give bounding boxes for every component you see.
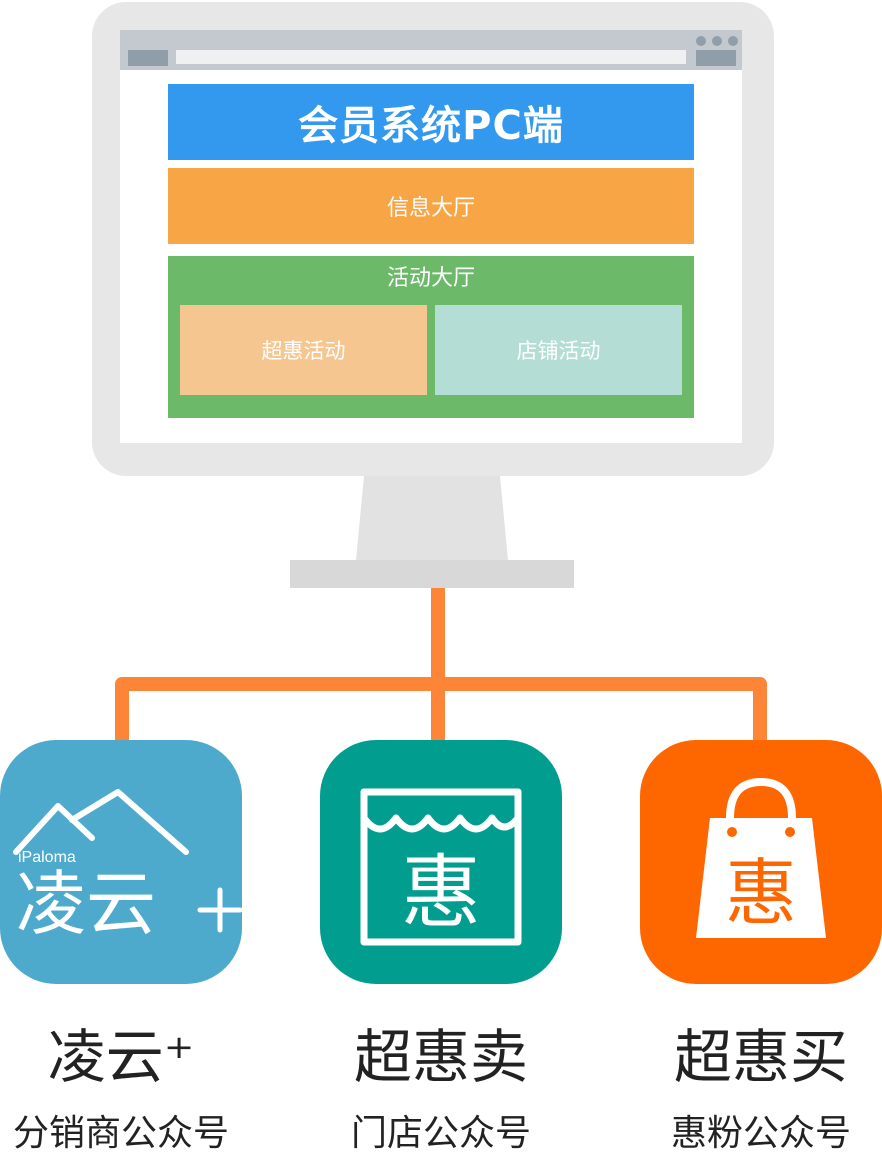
monitor-stand-base bbox=[290, 560, 574, 588]
browser-menu-button bbox=[696, 50, 736, 66]
app-subtitle-buyer: 惠粉公众号 bbox=[670, 1113, 851, 1154]
shopping-bag-icon: 惠 bbox=[696, 777, 826, 938]
window-dot-icon bbox=[712, 36, 722, 46]
icon-hui-char: 惠 bbox=[725, 851, 797, 935]
app-name-chaohuimai-store: 超惠卖 bbox=[353, 1023, 528, 1091]
monitor-stand-neck bbox=[356, 476, 508, 560]
info-hall-panel: 信息大厅 bbox=[168, 168, 694, 244]
storefront-icon: 惠 bbox=[360, 788, 522, 946]
connector-lines bbox=[115, 588, 767, 742]
brand-label: iPaloma bbox=[18, 849, 76, 866]
chaohuimai-app-icon: 惠 bbox=[320, 740, 562, 984]
window-dot-icon bbox=[696, 36, 706, 46]
icon-hui-char: 惠 bbox=[401, 846, 481, 939]
house-lingyun-icon: iPaloma 凌云 bbox=[13, 789, 242, 945]
activity-hall-title: 活动大厅 bbox=[386, 266, 475, 291]
app-name-chaohuimai-buyer: 超惠买 bbox=[673, 1023, 848, 1091]
chaohuimai-buyer-app-icon: 惠 bbox=[640, 740, 882, 984]
promo-activity-box: 超惠活动 bbox=[180, 305, 427, 395]
icon-title: 凌云 bbox=[16, 863, 156, 945]
app-subtitle-store: 门店公众号 bbox=[350, 1113, 531, 1154]
app-subtitle-lingyun: 分销商公众号 bbox=[12, 1113, 229, 1154]
lingyun-app-icon: iPaloma 凌云 bbox=[0, 740, 242, 984]
browser-nav-button bbox=[128, 50, 168, 66]
store-activity-box: 店铺活动 bbox=[435, 305, 682, 395]
window-dot-icon bbox=[728, 36, 738, 46]
app-name-lingyun: 凌云⁺ bbox=[47, 1023, 195, 1091]
browser-address-bar bbox=[176, 50, 686, 64]
system-title: 会员系统PC端 bbox=[168, 84, 694, 160]
